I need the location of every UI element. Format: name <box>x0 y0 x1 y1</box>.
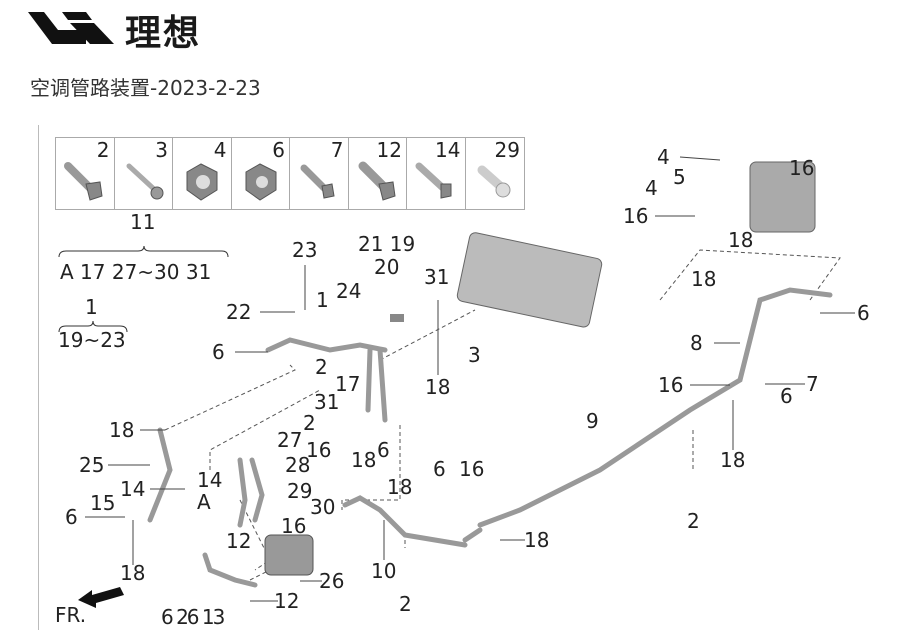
callout: 18 <box>351 448 377 472</box>
callout: 6 <box>65 505 78 529</box>
part-number: 4 <box>213 138 227 162</box>
callout: 28 <box>285 453 311 477</box>
callout: 26 <box>319 569 345 593</box>
callout: 16 <box>623 204 649 228</box>
nut-icon <box>245 163 276 201</box>
callout: 16 <box>459 457 485 481</box>
part-number: 14 <box>435 138 461 162</box>
callout: 18 <box>120 561 146 585</box>
part-number: 3 <box>155 138 168 162</box>
brand-name: 理想 <box>125 13 202 54</box>
group-1-brace <box>58 318 130 337</box>
callout: 9 <box>586 409 599 433</box>
part-number: 2 <box>96 138 110 162</box>
callout: 6 <box>433 457 446 481</box>
part-cell: 2 <box>56 138 115 209</box>
screw-icon <box>477 165 510 198</box>
callout: 18 <box>425 375 451 399</box>
hvac-unit <box>456 232 603 328</box>
callout: 2 <box>399 592 412 616</box>
sensor <box>390 314 404 322</box>
callout: 14 <box>197 468 223 492</box>
callout: 12 <box>274 589 300 613</box>
callout: 2 <box>315 355 328 379</box>
part-cell: 12 <box>349 138 407 209</box>
part-cell: 29 <box>466 138 525 209</box>
callout: 30 <box>310 495 336 519</box>
front-direction-label: FR. <box>55 603 87 627</box>
callout: A <box>197 490 211 514</box>
part-cell: 6 <box>232 138 290 209</box>
callout: 7 <box>806 372 819 396</box>
group-11-label: 11 <box>130 210 156 234</box>
callout: 4 <box>645 176 658 200</box>
callout-leaders <box>85 156 855 602</box>
callout: 8 <box>690 331 703 355</box>
brand-logo <box>28 12 120 44</box>
callout: 6 <box>780 384 793 408</box>
callout: 16 <box>658 373 684 397</box>
callout: 12 <box>226 529 252 553</box>
callout: 6 <box>857 301 870 325</box>
callout: 18 <box>691 267 717 291</box>
group-1-label: 1 <box>85 295 98 319</box>
callout: 18 <box>524 528 550 552</box>
frame-divider <box>38 125 39 630</box>
callout: 29 <box>287 479 313 503</box>
page-title: 空调管路装置-2023-2-23 <box>30 76 261 100</box>
callout: 31 <box>314 390 340 414</box>
fr-arrow-icon <box>78 587 124 608</box>
callout: 3 <box>468 343 481 367</box>
part-number: 7 <box>330 138 344 162</box>
callout: 21 19 <box>358 232 416 256</box>
bolt-icon <box>126 163 163 200</box>
callout: 14 <box>120 477 146 501</box>
group-1-items: 19~23 <box>58 328 126 352</box>
bolt-icon <box>415 162 452 199</box>
bolt-icon <box>300 164 335 199</box>
expansion-module <box>749 161 816 233</box>
callout: 1 <box>316 288 329 312</box>
callout: 31 <box>424 265 450 289</box>
callout: 17 <box>335 372 361 396</box>
callout: 18 <box>728 228 754 252</box>
callout: 10 <box>371 559 397 583</box>
callout: 24 <box>336 279 362 303</box>
part-cell: 3 <box>115 138 173 209</box>
callout: 15 <box>90 491 116 515</box>
part-cell: 7 <box>290 138 349 209</box>
callout: 6 <box>377 438 390 462</box>
callout: 20 <box>374 255 400 279</box>
nut-icon <box>186 163 218 201</box>
callout: 27 <box>277 428 303 452</box>
pipes <box>147 287 833 588</box>
part-cell: 14 <box>407 138 466 209</box>
part-number: 29 <box>494 138 520 162</box>
callout: 22 <box>226 300 252 324</box>
callout: 4 <box>657 145 670 169</box>
callout: 18 <box>109 418 135 442</box>
bolt-icon <box>358 161 396 201</box>
compressor <box>264 534 314 576</box>
callout: 6 <box>212 340 225 364</box>
callout: 18 <box>387 475 413 499</box>
callout: 6 26 13 <box>161 605 225 629</box>
callout: 25 <box>79 453 105 477</box>
part-cell: 4 <box>173 138 232 209</box>
callout: 2 <box>303 411 316 435</box>
callout: 5 <box>673 165 686 189</box>
callout: 16 <box>281 514 307 538</box>
callout: 16 <box>306 438 332 462</box>
group-11-items: A 17 27~30 31 <box>60 260 212 284</box>
callout: 2 <box>687 509 700 533</box>
callout: 16 <box>789 156 815 180</box>
part-number: 6 <box>272 138 285 162</box>
callout: 23 <box>292 238 318 262</box>
part-number: 12 <box>376 138 402 162</box>
fastener-table: 2 3 4 6 7 12 14 29 <box>55 137 525 210</box>
components <box>264 161 816 576</box>
group-11-brace <box>58 243 230 262</box>
bolt-icon <box>64 162 103 201</box>
callout: 18 <box>720 448 746 472</box>
